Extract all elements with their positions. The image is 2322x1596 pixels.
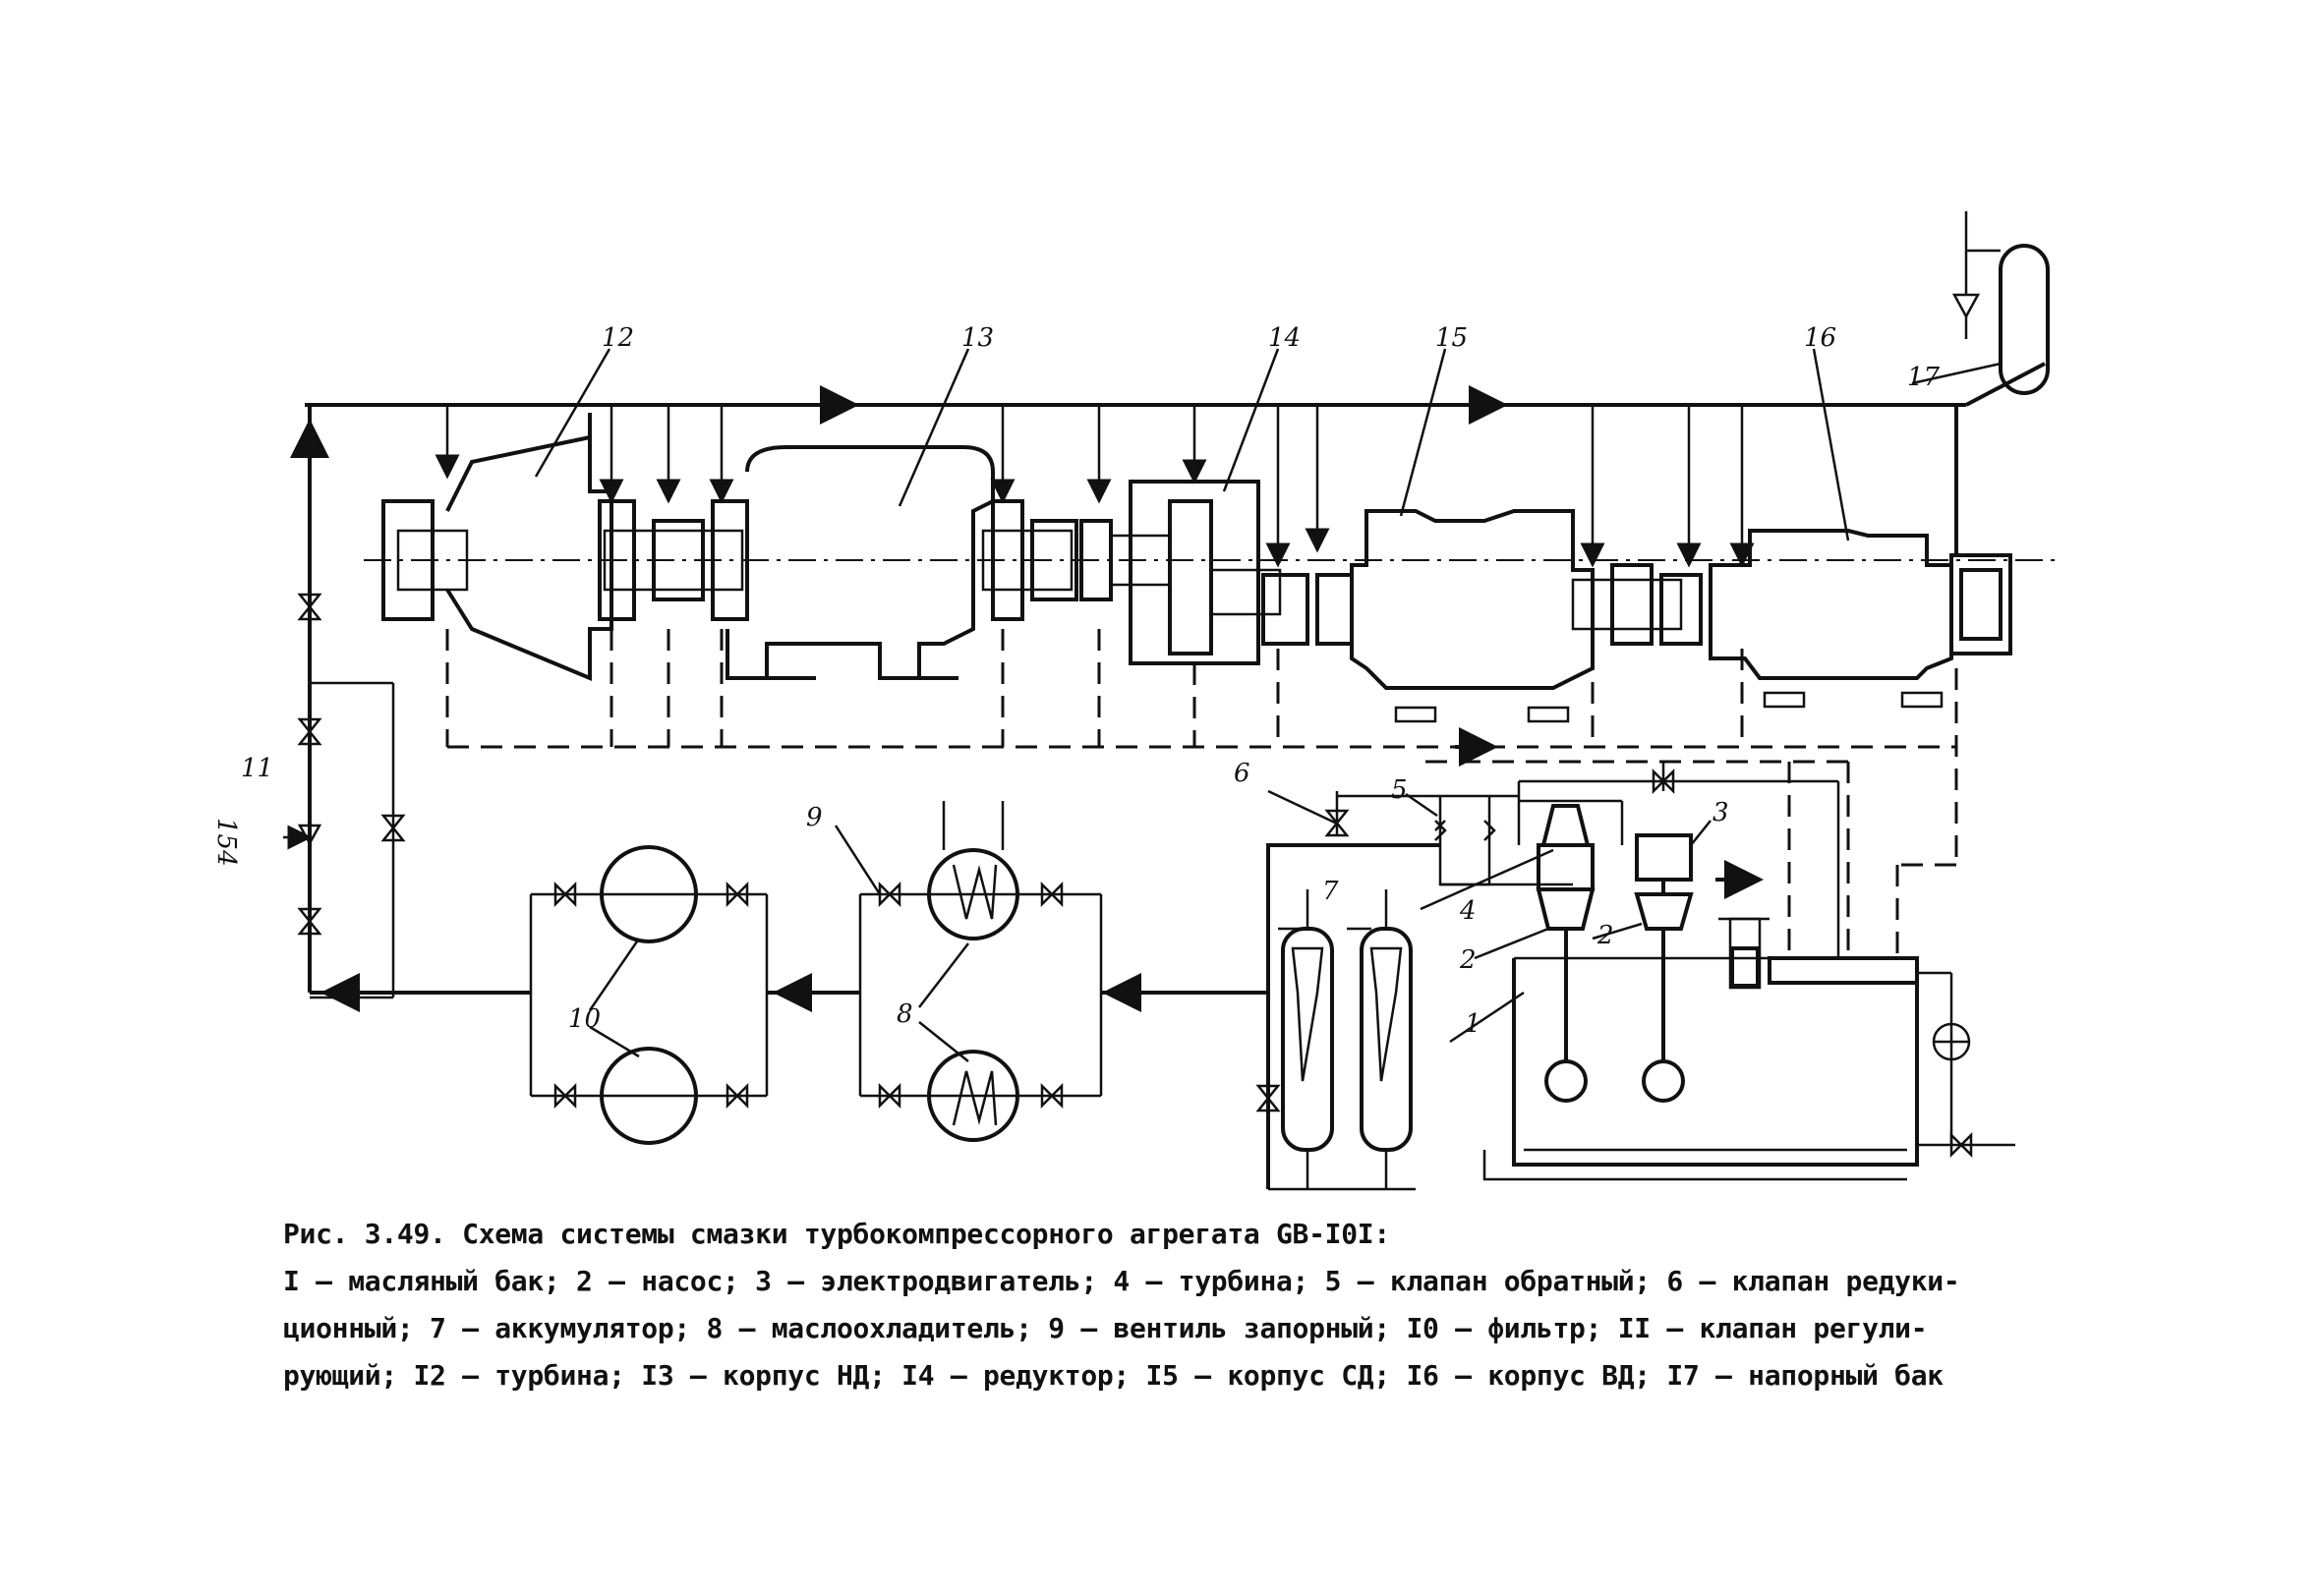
- left-riser: [283, 405, 531, 1012]
- pumps-2: [1536, 804, 1764, 1103]
- mp-casing-15: [1350, 509, 1703, 723]
- oil-coolers-8: [767, 801, 1268, 1142]
- label-7: 7: [1322, 877, 1339, 906]
- label-11: 11: [241, 754, 273, 783]
- label-3: 3: [1712, 798, 1729, 827]
- diagram-labels: 12 13 14 15 16 17 11 9 10 8 7 6 5 4 3 2 …: [211, 323, 1941, 1039]
- caption-line-2: ционный; 7 – аккумулятор; 8 – маслоохлад…: [283, 1312, 1928, 1344]
- label-2a: 2: [1459, 945, 1477, 975]
- label-5: 5: [1391, 775, 1408, 805]
- oil-tank-1: [1482, 917, 2015, 1181]
- label-6: 6: [1234, 759, 1250, 788]
- turbine-12: [381, 413, 749, 681]
- caption-title: Рис. 3.49. Схема системы смазки турбоком…: [283, 1218, 1390, 1250]
- label-15: 15: [1435, 323, 1468, 353]
- label-10: 10: [568, 1004, 601, 1034]
- label-154: 154: [211, 818, 241, 867]
- label-4: 4: [1459, 896, 1477, 926]
- label-1: 1: [1465, 1009, 1481, 1039]
- caption-line-1: I – масляный бак; 2 – насос; 3 – электро…: [283, 1265, 1960, 1297]
- label-9: 9: [806, 803, 823, 832]
- supply-header: [305, 362, 2046, 568]
- check-valves-5: [1434, 762, 1840, 958]
- label-14: 14: [1268, 323, 1301, 353]
- accumulators-7: [1255, 843, 1440, 1191]
- label-2b: 2: [1596, 921, 1614, 950]
- relief-valve-6: [1267, 789, 1440, 837]
- lp-casing-13: [726, 445, 1113, 680]
- drain-lines: [445, 629, 1958, 958]
- label-17: 17: [1907, 363, 1941, 392]
- leader-lines: [534, 348, 2002, 1062]
- rotor-train: [364, 413, 2055, 723]
- gearbox-14: [1109, 480, 1354, 665]
- label-12: 12: [602, 323, 634, 353]
- supply-drops: [435, 405, 1755, 568]
- label-16: 16: [1804, 323, 1836, 353]
- head-tank-17: [1951, 211, 2050, 395]
- caption-line-3: рующий; I2 – турбина; I3 – корпус НД; I4…: [283, 1359, 1944, 1392]
- label-8: 8: [897, 999, 913, 1029]
- label-13: 13: [961, 323, 994, 353]
- hp-casing-16: [1709, 529, 2012, 709]
- filters-10: [529, 845, 769, 1145]
- figure-caption: Рис. 3.49. Схема системы смазки турбоком…: [283, 1211, 2210, 1399]
